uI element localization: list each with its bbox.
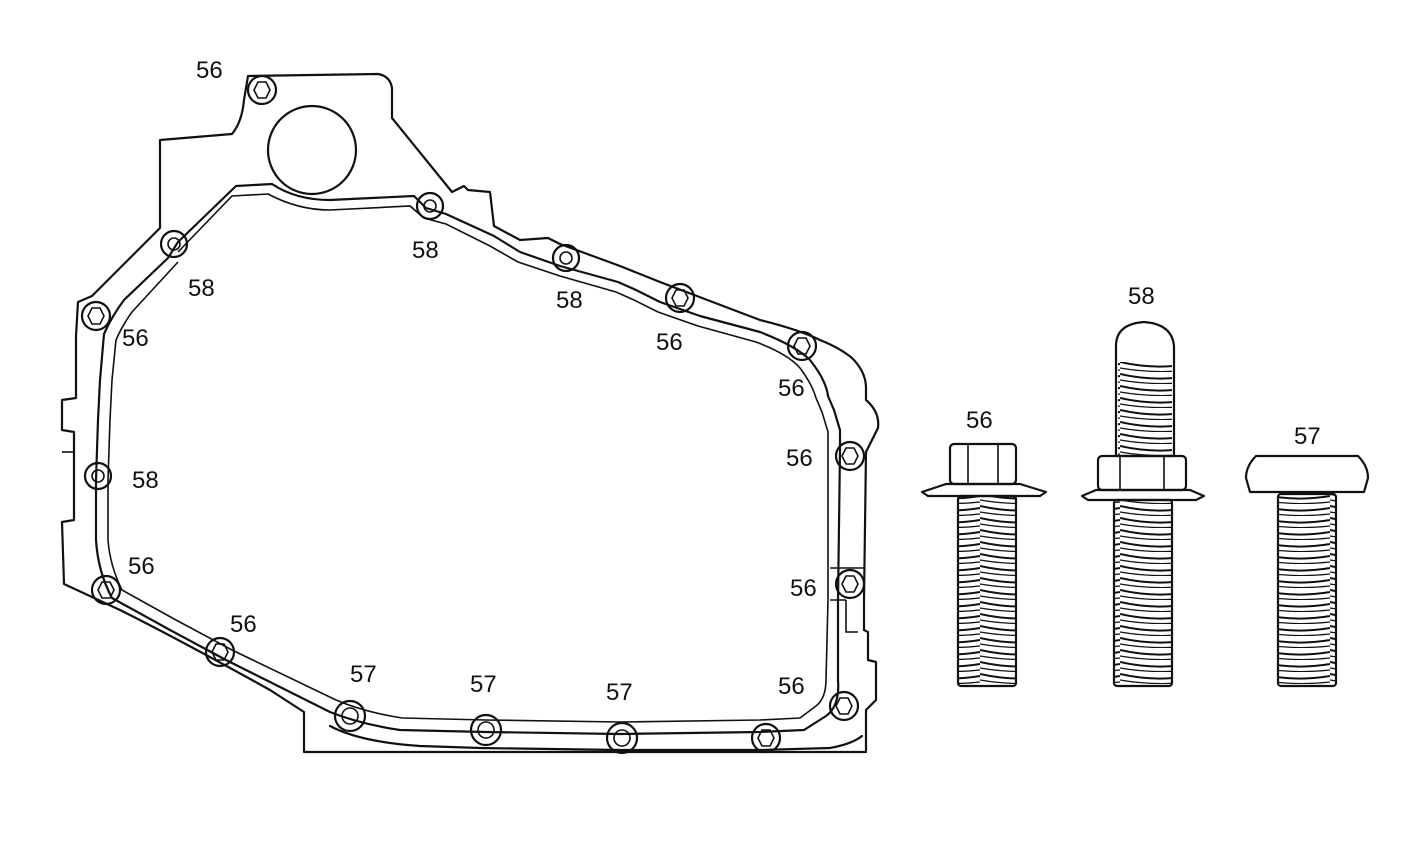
callout-label: 58	[556, 287, 583, 314]
bolt-head-hole	[750, 722, 782, 754]
fastener-holes	[80, 74, 866, 755]
callout-label: 56	[778, 673, 805, 700]
bolt-head-hole	[90, 574, 122, 606]
pan-bottom-edge	[328, 724, 864, 752]
bolt-head-hole	[828, 690, 860, 722]
bolt-56-label: 56	[966, 407, 993, 434]
bolt-head-hole	[786, 330, 818, 362]
stud-hole	[551, 243, 581, 273]
callout-label: 58	[412, 237, 439, 264]
bolt-57-label: 57	[1294, 423, 1321, 450]
bolt-head-hole	[664, 282, 696, 314]
stud-hole	[83, 461, 113, 491]
callout-labels: 56 58 58 58 56 56 56 56 58 56 56 57 57 5…	[122, 57, 817, 706]
bolt-56: 56	[920, 407, 1048, 688]
bolt-56-hex-head	[948, 442, 1018, 486]
callout-label: 57	[606, 679, 633, 706]
stud-hole	[159, 229, 189, 259]
gasket-flange	[94, 182, 842, 736]
callout-label: 58	[188, 275, 215, 302]
callout-label: 56	[656, 329, 683, 356]
stud-58-upper-thread	[1114, 320, 1176, 458]
callout-label: 56	[196, 57, 223, 84]
stud-hole	[415, 191, 445, 221]
bolt-57: 57	[1244, 423, 1370, 688]
bolt-head-hole	[204, 636, 236, 668]
callout-label: 57	[470, 671, 497, 698]
bolt-head-hole	[834, 568, 866, 600]
gasket-inner-edge	[107, 193, 829, 723]
case-cover	[60, 72, 880, 754]
callout-label: 56	[230, 611, 257, 638]
callout-label: 56	[790, 575, 817, 602]
bore-opening	[266, 104, 358, 196]
callout-label: 56	[122, 325, 149, 352]
bolt-57-thread	[1278, 494, 1336, 686]
side-boss-right	[830, 567, 864, 633]
callout-label: 56	[778, 375, 805, 402]
round-bolt-hole	[333, 699, 367, 733]
stud-58-label: 58	[1128, 283, 1155, 310]
stud-58-hex-collar	[1096, 454, 1188, 492]
bolt-head-hole	[80, 300, 112, 332]
round-bolt-hole	[605, 721, 639, 755]
callout-label: 56	[786, 445, 813, 472]
bolt-56-flange	[920, 482, 1048, 498]
bolt-head-hole	[834, 440, 866, 472]
bolt-head-hole	[246, 74, 278, 106]
callout-label: 57	[350, 661, 377, 688]
stud-58-lower-thread	[1114, 500, 1172, 686]
callout-label: 56	[128, 553, 155, 580]
stud-58: 58	[1080, 283, 1206, 688]
stud-58-flange	[1080, 488, 1206, 502]
bolt-56-thread	[958, 496, 1016, 686]
round-bolt-hole	[469, 713, 503, 747]
callout-label: 58	[132, 467, 159, 494]
cover-outer-outline	[60, 72, 880, 754]
bolt-57-round-head	[1244, 454, 1370, 494]
